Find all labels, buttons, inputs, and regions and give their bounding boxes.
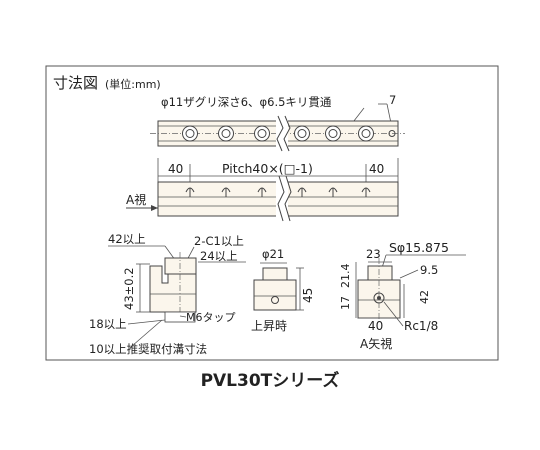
counterbore-hole-icon xyxy=(218,125,234,142)
dim-9-5: 9.5 xyxy=(420,263,438,277)
counterbore-hole-icon xyxy=(182,125,198,142)
dim-21-4: 21.4 xyxy=(339,264,352,289)
dim-40-a: 40 xyxy=(368,319,383,333)
through-hole-icon xyxy=(297,129,307,138)
counterbore-hole-icon xyxy=(254,125,270,142)
rail-top-view xyxy=(150,115,405,152)
rise-label: 上昇時 xyxy=(251,319,287,333)
view-arrow-icon xyxy=(151,205,158,211)
through-hole-icon xyxy=(221,129,231,138)
tap-label: M6タップ xyxy=(186,311,236,324)
section-head xyxy=(164,257,197,275)
sphere-label: Sφ15.875 xyxy=(389,240,449,255)
rise-cap xyxy=(262,267,288,281)
hole-note: φ11ザグリ深さ6、φ6.5キリ貫通 xyxy=(161,95,332,109)
dim-left-40: 40 xyxy=(168,162,183,176)
groove-icon xyxy=(164,311,196,323)
counterbore-hole-icon xyxy=(294,125,310,142)
rise-view xyxy=(253,267,297,311)
rise-hole-icon xyxy=(271,296,279,304)
dim-right-40: 40 xyxy=(369,162,384,176)
unit-label: (単位:mm) xyxy=(105,77,161,91)
mounting-section xyxy=(149,252,197,323)
groove-note: 10以上推奨取付溝寸法 xyxy=(89,342,207,356)
break-mark-side-icon xyxy=(277,175,285,222)
through-hole-icon xyxy=(361,129,371,138)
counterbore-hole-icon xyxy=(325,125,341,142)
through-hole-icon xyxy=(257,129,267,138)
dim-23: 23 xyxy=(366,247,381,261)
a-view-cap xyxy=(367,265,393,281)
drawing-frame xyxy=(45,65,499,361)
dim-43: 43±0.2 xyxy=(122,267,136,310)
view-label-a: A視 xyxy=(126,192,146,207)
a-view-label: A矢視 xyxy=(360,336,392,351)
break-mark-icon xyxy=(276,115,284,152)
dim-18-min: 18以上 xyxy=(89,317,127,331)
dim-phi21: φ21 xyxy=(262,247,284,261)
drawing-title: 寸法図 xyxy=(53,74,98,92)
through-hole-icon xyxy=(185,129,195,138)
through-hole-icon xyxy=(328,129,338,138)
dim-42-min: 42以上 xyxy=(108,232,146,246)
end-dim-7: 7 xyxy=(389,93,396,107)
dim-24-min: 24以上 xyxy=(200,249,238,263)
dim-42-a: 42 xyxy=(418,290,431,304)
counterbore-holes xyxy=(182,125,374,142)
rail-side-view xyxy=(157,175,399,222)
rc-label: Rc1/8 xyxy=(404,319,438,333)
dim-17: 17 xyxy=(339,296,352,310)
counterbore-hole-icon xyxy=(358,125,374,142)
end-hole-icon xyxy=(388,130,396,137)
dim-2c1: 2-C1以上 xyxy=(194,234,244,248)
dim-45: 45 xyxy=(301,288,315,303)
rise-body xyxy=(253,279,297,311)
series-title: PVL30Tシリーズ xyxy=(201,370,340,391)
hole-marks xyxy=(185,187,371,197)
pitch-label: Pitch40×(□-1) xyxy=(222,161,313,176)
